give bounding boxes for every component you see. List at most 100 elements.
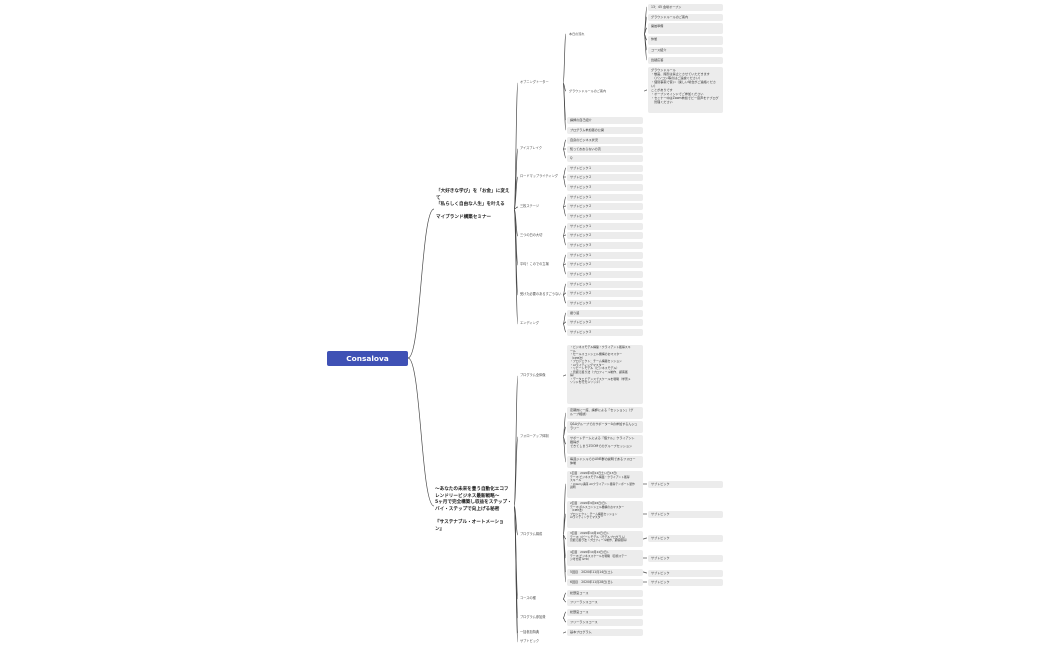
connector-line [642, 537, 648, 540]
subtopic-item[interactable]: サブトピック２ [567, 174, 643, 181]
icebreak-item[interactable]: Q [567, 155, 643, 162]
connector-line [562, 139, 567, 150]
connector-line [562, 264, 567, 275]
subtopic-item[interactable]: サブトピック１ [567, 281, 643, 288]
icebreak-item[interactable]: 知っておおらないの流 [567, 146, 643, 153]
session-item[interactable]: 4回目 2020年10月24日(日)- テーマ:ビジネススケールを戦略（目標ステ… [567, 550, 643, 566]
subtopic-item[interactable]: サブトピック３ [567, 329, 643, 336]
connector-line [562, 631, 567, 634]
connector-line [562, 235, 567, 246]
connector-line [562, 323, 567, 333]
subtopic-item[interactable]: サブトピック３ [567, 213, 643, 220]
session-item[interactable]: 3回目 2020年10月10日(日)- テーマ:リピートモデル（モデルプログラム… [567, 531, 643, 547]
flow-item[interactable]: 13：45 会場オープン [648, 4, 723, 11]
subtopic-item[interactable]: サブトピック２ [567, 290, 643, 297]
connector-line [642, 571, 648, 574]
connector-line [562, 611, 567, 619]
connector-line [513, 505, 519, 536]
subtopic-item[interactable]: サブトピック１ [567, 194, 643, 201]
course-item[interactable]: フリーランスコース [567, 599, 643, 606]
branch-program-detail[interactable]: プログラム構成 [520, 532, 543, 536]
fee-item[interactable]: 松野宮コース [567, 609, 643, 616]
connector-line [513, 436, 519, 507]
ground-rules-note[interactable]: グラウンドルール ・動画、撮影は禁止とさせていただきます （パソコン等のはご遠慮… [648, 67, 723, 113]
connector-line [562, 294, 567, 304]
session-item[interactable]: 5回目 2020年11月14日(土)- [567, 569, 643, 576]
subtopic-item[interactable]: サブトピック３ [567, 271, 643, 278]
branch-hero[interactable]: 三枚ステージ [520, 204, 540, 208]
connector-line [562, 513, 567, 536]
branch-roadmap[interactable]: ロードマップライティング [520, 174, 558, 178]
branch-fee[interactable]: プログラム参加費 [520, 615, 546, 619]
connector-line [562, 598, 567, 603]
connector-line [513, 208, 519, 325]
branch-subtopic[interactable]: サブトピック [520, 639, 540, 643]
fee-item[interactable]: フリーランスコース [567, 619, 643, 626]
connector-line [562, 206, 567, 217]
connector-line [562, 148, 567, 159]
follow-item[interactable]: 毎週ジャンルでのLINE群の説明であるフォロー 体制 [567, 456, 643, 468]
branch-icebreak[interactable]: アイスブレイク [520, 146, 542, 150]
branch-opening[interactable]: オブニングトーター [520, 80, 549, 84]
connector-line [643, 33, 648, 61]
session-subtopic[interactable]: サブトピック [648, 511, 723, 518]
session-subtopic[interactable]: サブトピック [648, 481, 723, 488]
subtopic-item[interactable]: サブトピック３ [567, 300, 643, 307]
main-topic-program[interactable]: 〜あなたの未来を豊う自動化エコフ レンドリービジネス最新戦略〜 5ヶ月で完全構築… [435, 487, 512, 532]
opening-ground-rules[interactable]: グラウンドルールのご案内 [569, 89, 607, 93]
follow-item[interactable]: 定期的に一度、講師による『セッション』（グ ループ相談） [567, 407, 643, 419]
connector-line [562, 617, 567, 623]
session-item[interactable]: 1回目 2020年9月12日土)-(日13日) テーマ:ビジネスモデル構築・クラ… [567, 471, 643, 498]
opening-intro[interactable]: 講師の自己紹介 [567, 117, 643, 124]
connector-line [407, 208, 435, 359]
subtopic-item[interactable]: サブトピック１ [567, 252, 643, 259]
connector-line [562, 374, 567, 377]
session-item[interactable]: 6回目 2020年11月28日(日)- [567, 579, 643, 586]
follow-item[interactable]: Q&AグループでのサポーターAの参加するんジュ ラリー [567, 421, 643, 433]
subtopic-item[interactable]: サブトピック３ [567, 242, 643, 249]
flow-item[interactable]: 質疑応答 [648, 57, 723, 64]
course-item[interactable]: 松野宮コース [567, 590, 643, 597]
follow-item[interactable]: サポートチームによる『個ナル』クライアント 獲得が できてしまうZOOMでのグル… [567, 435, 643, 454]
connector-line [643, 89, 648, 92]
flow-item[interactable]: 休憩 [648, 36, 723, 45]
branch-ukeru[interactable]: 受けた必要のあるすごうない [520, 292, 562, 296]
flow-item[interactable]: グラウンドルールのご案内 [648, 14, 723, 21]
icebreak-item[interactable]: 自身のビジネス状況 [567, 137, 643, 144]
session-subtopic[interactable]: サブトピック [648, 535, 723, 542]
branch-program-overview[interactable]: プログラム全体像 [520, 373, 546, 377]
flow-item[interactable]: 開始準備 [648, 23, 723, 34]
subtopic-item[interactable]: サブトピック１ [567, 223, 643, 230]
subtopic-item[interactable]: サブトピック２ [567, 261, 643, 268]
branch-follow-up[interactable]: フォローアップ体制 [520, 434, 549, 438]
session-subtopic[interactable]: サブトピック [648, 570, 723, 577]
subtopic-item[interactable]: サブトピック３ [567, 184, 643, 191]
subtopic-item[interactable]: サブトピック２ [567, 319, 643, 326]
branch-bonus[interactable]: 一括参加特典 [520, 630, 540, 634]
flow-item[interactable]: コース紹介 [648, 47, 723, 54]
subtopic-item[interactable]: サブトピック２ [567, 232, 643, 239]
subtopic-item[interactable]: サブトピック２ [567, 203, 643, 210]
session-subtopic[interactable]: サブトピック [648, 579, 723, 586]
connector-line [562, 176, 567, 188]
session-item[interactable]: 2回目 2020年9月26日(日)- テーマ:ポルスコンシェル機構のおマスター … [567, 501, 643, 528]
branch-yobi[interactable]: 平均！このでの立場 [520, 262, 549, 266]
root-node[interactable]: Consalova feat.3104 [327, 351, 408, 378]
opening-flow[interactable]: 本日の流れ [569, 32, 585, 36]
subtopic-item[interactable]: サブトピック１ [567, 165, 643, 172]
bonus-item[interactable]: 基本プログラム [567, 629, 643, 636]
session-subtopic[interactable]: サブトピック [648, 555, 723, 562]
branch-ending[interactable]: エンディング [520, 321, 539, 325]
connector-line [562, 82, 567, 131]
branch-course[interactable]: コースの種 [520, 596, 536, 600]
connector-line [562, 254, 567, 266]
branch-nokore[interactable]: 三つの白の大切 [520, 233, 543, 237]
program-overview-note[interactable]: ・ビジネスモデル構築・クライアント獲得スキ ール ・セールスコンシェル機構のおマ… [567, 345, 643, 404]
ending-item[interactable]: 振り返 [567, 310, 643, 317]
connector-line [562, 225, 567, 237]
opening-participants[interactable]: プログラム参加者の公開 [567, 127, 643, 134]
connector-line [562, 33, 567, 84]
main-topic-seminar[interactable]: 「大好きな学び」を「お金」に変え て 「私らしく自由な人生」を叶える マイブラン… [436, 189, 510, 221]
connector-line [562, 534, 567, 583]
